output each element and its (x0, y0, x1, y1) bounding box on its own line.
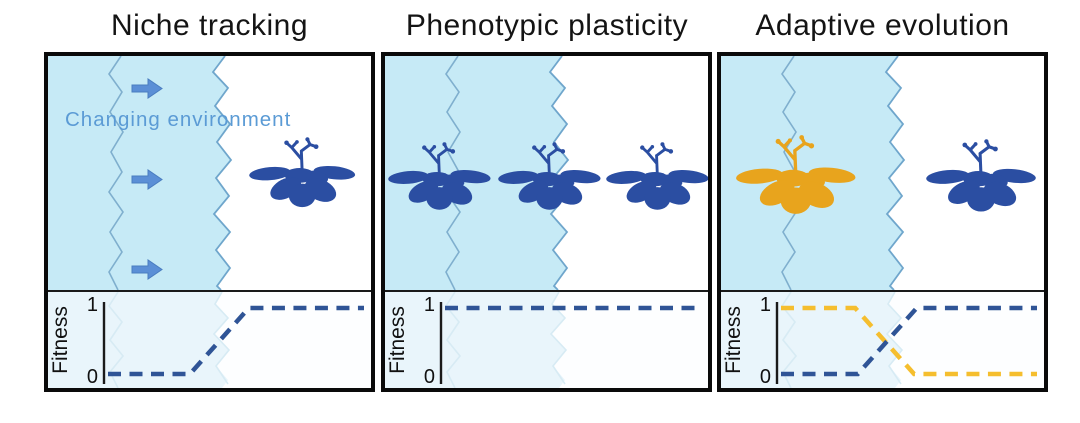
fitness-plot-3: Fitness 1 0 (721, 290, 1044, 388)
fitness-plot-2: Fitness 1 0 (385, 290, 708, 388)
environment-ghost-line (549, 292, 568, 385)
environment-edge-line (211, 56, 233, 290)
plant-blue-icon (924, 137, 1039, 214)
panel-title-adaptive-evolution: Adaptive evolution (755, 9, 1010, 42)
panel-title-niche-tracking: Niche tracking (110, 9, 309, 42)
fitness-tick-1: 1 (423, 294, 435, 316)
fitness-axis-label: Fitness (49, 306, 72, 374)
environment-ghost-region (721, 292, 902, 388)
environment-region (48, 56, 231, 290)
fitness-axis-label: Fitness (722, 306, 745, 374)
fitness-chart-2 (385, 292, 701, 388)
fitness-line-blue-dashed (108, 305, 364, 377)
fitness-chart-1 (48, 292, 364, 388)
right-arrow-icon (131, 78, 163, 99)
right-arrow-icon (131, 259, 163, 280)
environment-ghost-region (385, 292, 566, 388)
fitness-tick-0: 0 (86, 366, 98, 388)
fitness-tick-1: 1 (86, 294, 98, 316)
fitness-tick-0: 0 (759, 366, 771, 388)
environment-ghost-line (212, 292, 231, 385)
plant-blue-icon (604, 140, 708, 212)
environment-scene-3 (721, 56, 1044, 290)
panel-adaptive-evolution: Fitness 1 0 (717, 52, 1048, 392)
environment-graphic-1 (48, 56, 358, 290)
fitness-chart-3 (721, 292, 1037, 388)
changing-environment-label: Changing environment (65, 108, 292, 131)
environment-scene-2 (385, 56, 708, 290)
environment-scene-1: Changing environment (48, 56, 371, 290)
environment-ghost-line (885, 292, 904, 385)
environment-edge-line (884, 56, 906, 290)
environment-inner-line (108, 56, 124, 290)
fitness-plot-1: Fitness 1 0 (48, 290, 371, 388)
environment-graphic-3 (721, 56, 1039, 290)
environment-graphic-2 (385, 56, 708, 290)
plant-blue-icon (247, 135, 358, 209)
environment-ghost-region (48, 292, 229, 388)
fitness-tick-0: 0 (423, 366, 435, 388)
fitness-tick-1: 1 (759, 294, 771, 316)
panel-niche-tracking: Changing environment Fitness 1 0 (44, 52, 375, 392)
right-arrow-icon (131, 169, 163, 190)
fitness-axis-label: Fitness (386, 306, 409, 374)
panel-phenotypic-plasticity: Fitness 1 0 (381, 52, 712, 392)
panel-title-phenotypic-plasticity: Phenotypic plasticity (405, 9, 689, 42)
fitness-line-blue-dashed (781, 305, 1037, 377)
